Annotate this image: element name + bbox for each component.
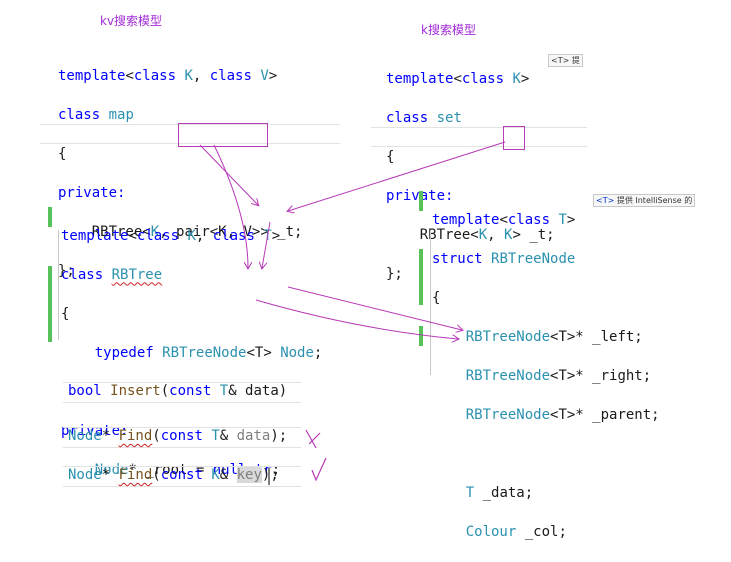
k-model-label: k搜索模型 bbox=[421, 23, 476, 37]
current-line-highlight bbox=[371, 127, 587, 128]
kv-model-label: kv搜索模型 bbox=[100, 14, 163, 28]
current-line-highlight bbox=[40, 143, 340, 144]
arrow-t-to-data-2 bbox=[255, 299, 458, 339]
code-line-border bbox=[63, 466, 301, 467]
set-class-code: template<class K> class set { private: R… bbox=[386, 70, 555, 282]
indent-guide bbox=[58, 230, 59, 340]
pair-annotation-box bbox=[178, 123, 268, 147]
current-line-highlight bbox=[40, 124, 340, 125]
annotation-overlay bbox=[199, 141, 506, 485]
code-line-border bbox=[63, 447, 301, 448]
map-class-code: template<class K, class V> class map { p… bbox=[58, 67, 303, 279]
code-line-border bbox=[63, 427, 301, 428]
intellisense-hint[interactable]: <T> 提 bbox=[548, 54, 583, 67]
code-line-border bbox=[63, 486, 301, 487]
code-line-border bbox=[63, 402, 301, 403]
insert-signature: bool Insert(const T& data) bbox=[68, 383, 288, 399]
find-key-signature: Node* Find(const K& key); bbox=[68, 467, 279, 483]
change-bar bbox=[48, 266, 52, 342]
indent-guide bbox=[430, 230, 431, 375]
arrow-k-to-t bbox=[288, 141, 506, 211]
check-mark bbox=[311, 457, 327, 482]
intellisense-hint[interactable]: <T> 提供 IntelliSense 的 bbox=[593, 194, 696, 207]
change-bar bbox=[419, 191, 423, 211]
arrow-t-to-node bbox=[262, 221, 271, 268]
arrow-t-to-data-1 bbox=[287, 286, 462, 330]
find-data-signature: Node* Find(const T& data); bbox=[68, 428, 288, 444]
wrong-mark bbox=[305, 429, 321, 449]
change-bar bbox=[48, 207, 52, 227]
arrow-pair-to-t bbox=[199, 144, 258, 205]
arrow-pair-to-node bbox=[213, 144, 248, 268]
k-annotation-box bbox=[503, 126, 525, 150]
change-bar bbox=[419, 326, 423, 346]
current-line-highlight bbox=[371, 146, 587, 147]
rbtree-class-code: template<class K, class T> class RBTree … bbox=[61, 227, 323, 478]
code-line-border bbox=[63, 382, 301, 383]
change-bar bbox=[419, 249, 423, 305]
